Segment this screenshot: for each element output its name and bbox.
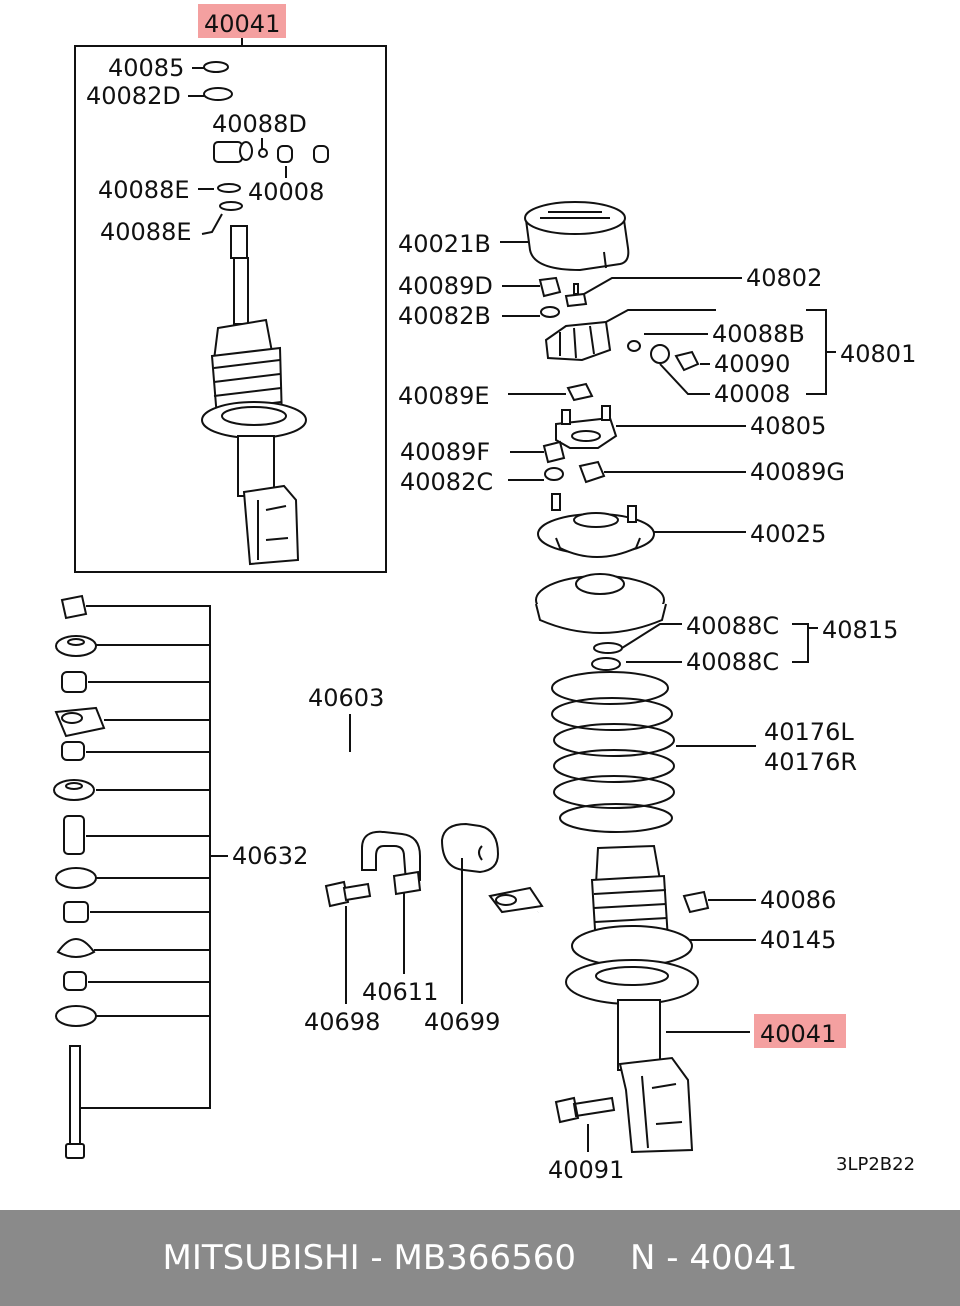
label-40089F: 40089F — [400, 438, 490, 466]
label-40088E-1: 40088E — [98, 176, 190, 204]
bracket-40801 — [544, 309, 716, 362]
label-40176L: 40176L — [764, 718, 854, 746]
label-40091: 40091 — [548, 1156, 624, 1184]
label-40086: 40086 — [760, 886, 836, 914]
bracket-40632-brace — [80, 605, 228, 1109]
washer-40085 — [203, 61, 229, 73]
clamp-40611 — [361, 830, 422, 896]
label-40802: 40802 — [746, 264, 822, 292]
label-40088B: 40088B — [712, 320, 805, 348]
label-40090: 40090 — [714, 350, 790, 378]
strut-assembly-diagram: 40041 40085 40082D 40088D 40088E 40008 4… — [53, 4, 916, 1184]
label-40088E-2: 40088E — [100, 218, 192, 246]
mount-40025 — [537, 493, 655, 558]
label-40603: 40603 — [308, 684, 384, 712]
label-40176R: 40176R — [764, 748, 857, 776]
bracket-40801-brace — [806, 309, 836, 395]
label-40082D: 40082D — [86, 82, 181, 110]
diagram-code: 3LP2B22 — [836, 1154, 915, 1175]
label-40082B: 40082B — [398, 302, 491, 330]
bolt-40090 — [674, 350, 700, 372]
highlight-40041-top — [198, 4, 286, 38]
label-40008-top: 40008 — [248, 178, 324, 206]
seat-40815 — [535, 573, 667, 634]
nut-40089G — [578, 460, 606, 484]
nut-40008 — [650, 344, 670, 364]
bushing-40699 — [440, 822, 500, 874]
bracket-40815-brace — [792, 623, 818, 663]
label-40082C: 40082C — [400, 468, 493, 496]
label-40021B: 40021B — [398, 230, 491, 258]
label-40088C-1: 40088C — [686, 612, 779, 640]
label-40805: 40805 — [750, 412, 826, 440]
label-40699: 40699 — [424, 1008, 500, 1036]
stabilizer-bar-40603 — [54, 706, 576, 915]
label-40611: 40611 — [362, 978, 438, 1006]
label-40088C-2: 40088C — [686, 648, 779, 676]
label-40008: 40008 — [714, 380, 790, 408]
seat-40145 — [565, 925, 699, 1005]
coil-spring-40176 — [551, 671, 675, 833]
nut-40008-top — [277, 145, 293, 163]
label-40089D: 40089D — [398, 272, 493, 300]
label-40088D: 40088D — [212, 110, 307, 138]
strut-body-40041 — [617, 999, 694, 1154]
label-40815: 40815 — [822, 616, 898, 644]
link-hardware-40632 — [53, 594, 97, 1159]
highlight-40041-bottom — [754, 1014, 846, 1048]
label-40632: 40632 — [232, 842, 308, 870]
bumper-40086 — [682, 890, 710, 914]
label-40025: 40025 — [750, 520, 826, 548]
bolt-40091 — [554, 1096, 616, 1124]
part-footer: MITSUBISHI - MB366560 N - 40041 — [0, 1210, 960, 1306]
washer-40082D — [203, 87, 233, 101]
label-40041-top: 40041 — [204, 10, 280, 38]
bushing-40088D — [213, 141, 243, 163]
nut-40089E — [566, 382, 594, 402]
bolt-40698 — [324, 880, 372, 908]
label-40145: 40145 — [760, 926, 836, 954]
label-40089E: 40089E — [398, 382, 490, 410]
nut-40089D — [538, 276, 562, 298]
inset-box — [74, 38, 387, 573]
label-40698: 40698 — [304, 1008, 380, 1036]
cap-40021B — [524, 201, 630, 272]
nut-40089F — [542, 440, 566, 464]
label-40041-bottom: 40041 — [760, 1020, 836, 1048]
label-40801: 40801 — [840, 340, 916, 368]
footer-text: MITSUBISHI - MB366560 N - 40041 — [162, 1238, 798, 1278]
strut-inset — [201, 225, 307, 566]
label-40085: 40085 — [108, 54, 184, 82]
plate-40805 — [555, 405, 618, 449]
bolt-40802 — [564, 283, 588, 308]
label-40089G: 40089G — [750, 458, 845, 486]
